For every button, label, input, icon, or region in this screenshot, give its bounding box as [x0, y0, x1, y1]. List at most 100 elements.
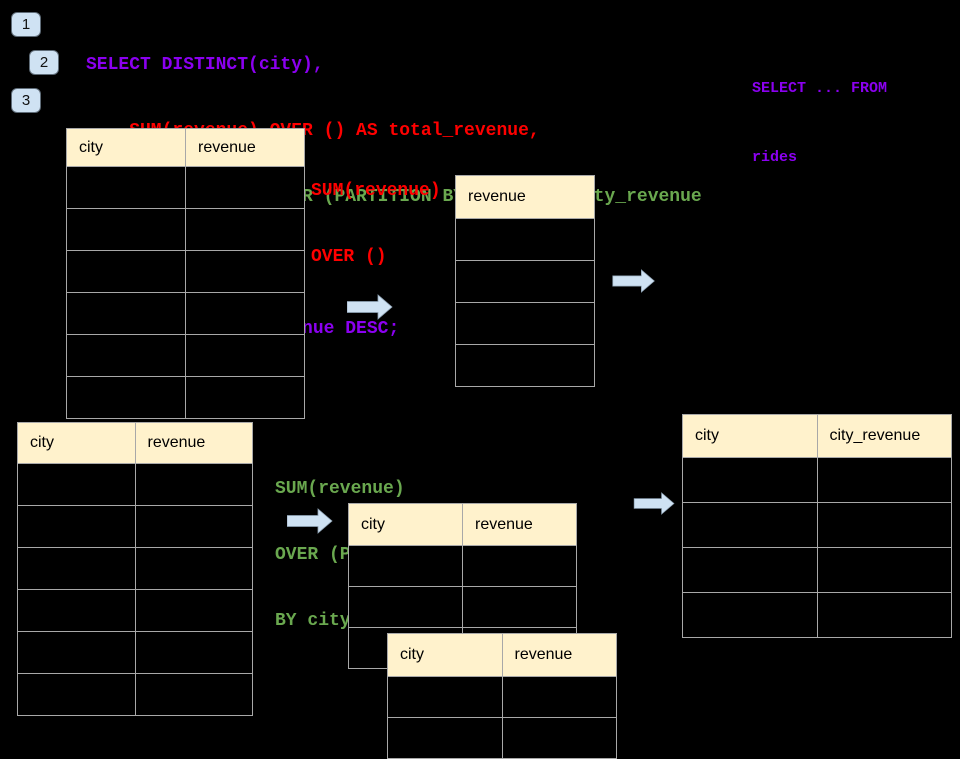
- empty-cell: [456, 219, 594, 260]
- empty-cell: [18, 548, 135, 589]
- empty-cell: [501, 677, 617, 717]
- arrow-right-to-partition-icon: [287, 508, 333, 534]
- table-row: [67, 209, 304, 251]
- empty-cell: [18, 632, 135, 673]
- column-header: revenue: [468, 188, 526, 205]
- table-row: [67, 335, 304, 377]
- table-row: [67, 251, 304, 293]
- empty-cell: [185, 377, 304, 418]
- table-row: [18, 548, 252, 590]
- empty-cell: [134, 506, 253, 547]
- table-row: [456, 261, 594, 303]
- table-row: [456, 219, 594, 261]
- empty-cell: [683, 458, 817, 502]
- table-row: [18, 674, 252, 715]
- table-row: [349, 546, 576, 587]
- empty-cell: [18, 674, 135, 715]
- step-3-badge: 3: [11, 88, 41, 113]
- from-snippet-line-2: rides: [752, 149, 798, 166]
- empty-cell: [134, 632, 253, 673]
- table-partition-step-back: city revenue: [387, 633, 617, 759]
- empty-cell: [18, 590, 135, 631]
- step-2-badge: 2: [29, 50, 59, 75]
- empty-cell: [185, 167, 304, 208]
- empty-cell: [456, 303, 594, 344]
- table-total-revenue-result: revenue: [455, 175, 595, 387]
- table-row: [683, 503, 951, 548]
- column-header: revenue: [185, 129, 304, 166]
- table-header-row: city revenue: [388, 634, 616, 677]
- empty-cell: [816, 593, 952, 637]
- table-row: [349, 587, 576, 628]
- empty-cell: [456, 261, 594, 302]
- arrow-right-to-result-icon: [632, 492, 677, 515]
- empty-cell: [185, 335, 304, 376]
- table-header-row: city revenue: [18, 423, 252, 464]
- partition-annotation-line-1: SUM(revenue): [275, 479, 405, 499]
- empty-cell: [67, 293, 185, 334]
- empty-cell: [134, 674, 253, 715]
- arrow-right-from-total-icon: [612, 269, 656, 293]
- empty-cell: [349, 546, 462, 586]
- column-header: city: [361, 515, 385, 533]
- column-header: city: [79, 138, 103, 156]
- empty-cell: [388, 718, 502, 758]
- empty-cell: [683, 503, 817, 547]
- table-header-row: city revenue: [349, 504, 576, 546]
- empty-cell: [185, 209, 304, 250]
- empty-cell: [134, 464, 253, 505]
- empty-cell: [462, 546, 576, 586]
- table-row: [18, 590, 252, 632]
- empty-cell: [67, 335, 185, 376]
- table-row: [18, 632, 252, 674]
- table-row: [67, 293, 304, 335]
- table-row: [683, 593, 951, 637]
- empty-cell: [683, 593, 817, 637]
- table-rides-source-bottom: city revenue: [17, 422, 253, 716]
- empty-cell: [456, 345, 594, 386]
- table-row: [683, 458, 951, 503]
- from-rides-snippet: SELECT ... FROM rides: [752, 31, 887, 192]
- column-header: city: [400, 646, 424, 663]
- table-header-row: city revenue: [67, 129, 304, 167]
- table-header-row: revenue: [456, 176, 594, 219]
- empty-cell: [816, 503, 952, 547]
- empty-cell: [134, 548, 253, 589]
- empty-cell: [462, 587, 576, 627]
- table-row: [18, 506, 252, 548]
- empty-cell: [816, 548, 952, 592]
- empty-cell: [185, 251, 304, 292]
- table-row: [388, 718, 616, 758]
- total-annotation-line-2: OVER (): [311, 247, 387, 267]
- partition-annotation-line-3: BY city): [275, 611, 362, 631]
- table-rides-source-top: city revenue: [66, 128, 305, 419]
- table-row: [683, 548, 951, 593]
- empty-cell: [67, 251, 185, 292]
- table-row: [456, 303, 594, 345]
- column-header: city: [695, 427, 719, 444]
- column-header: revenue: [134, 423, 253, 463]
- from-snippet-line-1: SELECT ... FROM: [752, 80, 888, 97]
- empty-cell: [67, 167, 185, 208]
- table-row: [67, 167, 304, 209]
- column-header: revenue: [462, 504, 576, 545]
- empty-cell: [349, 587, 462, 627]
- column-header: city: [30, 434, 54, 451]
- table-row: [18, 464, 252, 506]
- empty-cell: [18, 506, 135, 547]
- step-1-badge: 1: [11, 12, 41, 37]
- sql-line-select: SELECT DISTINCT(city),: [86, 55, 324, 75]
- column-header: revenue: [501, 634, 617, 676]
- empty-cell: [185, 293, 304, 334]
- table-row: [67, 377, 304, 418]
- empty-cell: [816, 458, 952, 502]
- empty-cell: [501, 718, 617, 758]
- empty-cell: [388, 677, 502, 717]
- total-annotation-line-1: SUM(revenue): [311, 181, 441, 201]
- total-revenue-annotation: SUM(revenue) OVER (): [311, 136, 441, 290]
- empty-cell: [67, 209, 185, 250]
- empty-cell: [67, 377, 185, 418]
- table-row: [456, 345, 594, 386]
